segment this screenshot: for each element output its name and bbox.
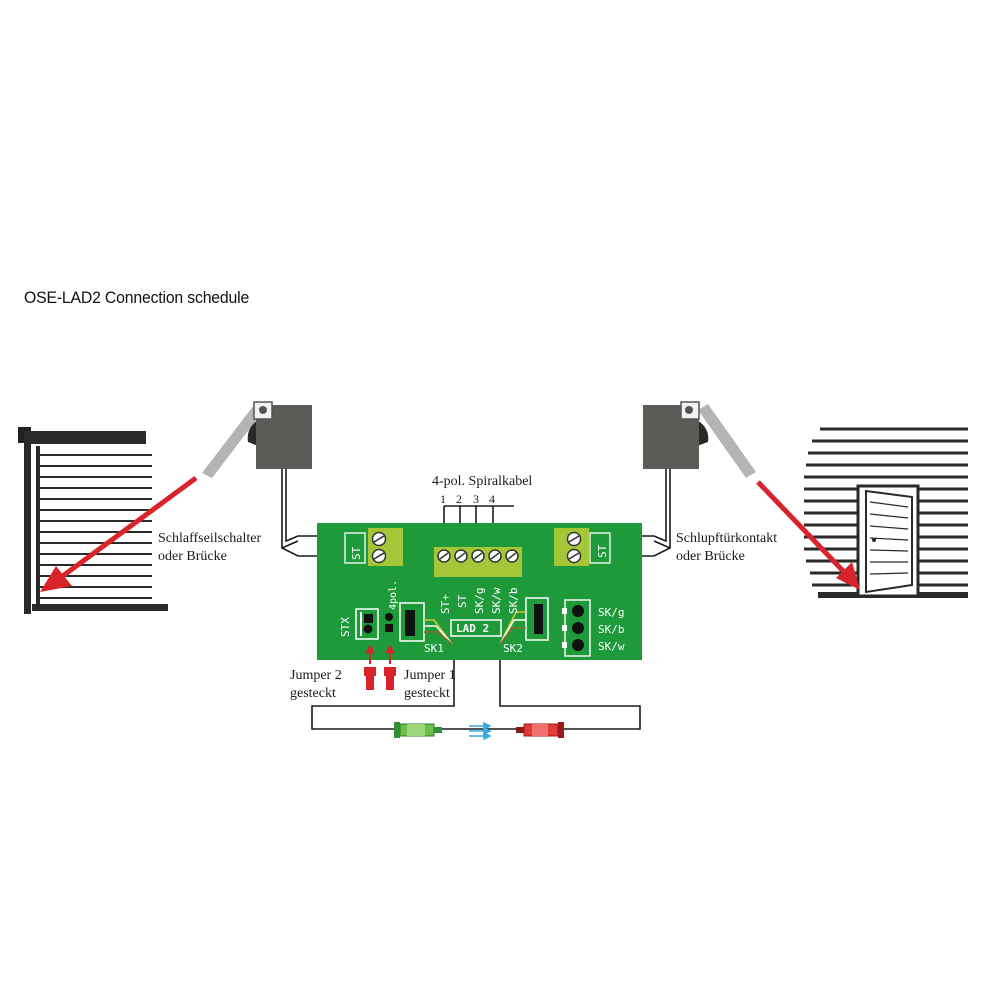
jumper-header: [385, 613, 393, 632]
st-terminal-right: [554, 528, 611, 566]
page-title: OSE-LAD2 Connection schedule: [24, 288, 250, 307]
lad2-board: [317, 523, 642, 660]
jumper1-line1: Jumper 1: [404, 668, 456, 683]
right-label-sk-g: SK/g: [598, 606, 625, 619]
terminal-label-st: ST: [456, 594, 469, 608]
sk2-connector: [499, 597, 549, 645]
sk1-label: SK1: [424, 642, 444, 655]
stx-connector: [355, 608, 379, 640]
left-red-arrow: [40, 475, 198, 592]
board-name: LAD 2: [456, 622, 489, 635]
jumper1-icon: [384, 645, 396, 690]
cable-pin-4: 4: [489, 492, 495, 506]
right-label-sk-w: SK/w: [598, 640, 625, 653]
cable-pin-3: 3: [473, 492, 479, 506]
terminal-label-sk-b: SK/b: [507, 588, 520, 615]
sk1-connector: [399, 602, 453, 645]
slack-rope-switch: [202, 401, 312, 478]
jumper-4pol-label: 4pol.: [388, 580, 399, 610]
right-switch-line1: Schlupftürkontakt: [676, 531, 777, 546]
terminal-label-st-plus: ST+: [439, 594, 452, 614]
green-transmitter-icon: [394, 722, 442, 738]
lad2-label-box: [450, 619, 502, 637]
pass-door-contact: [643, 401, 756, 478]
jumper2-line2: gesteckt: [290, 686, 336, 701]
right-switch-line2: oder Brücke: [676, 549, 745, 564]
right-red-arrow: [756, 480, 860, 590]
sk2-label: SK2: [503, 642, 523, 655]
stx-label: STX: [339, 617, 352, 637]
st-label-left: ST: [350, 546, 363, 560]
cable-terminal-block: [434, 547, 522, 577]
left-garage-door: [18, 427, 168, 614]
right-3pole-connector: [562, 599, 591, 657]
red-receiver-icon: [516, 722, 564, 738]
terminal-label-sk-w: SK/w: [490, 587, 503, 614]
cable-label: 4-pol. Spiralkabel: [432, 474, 532, 489]
st-label-right: ST: [596, 544, 609, 558]
left-switch-line2: oder Brücke: [158, 549, 227, 564]
pass-door: [856, 484, 920, 598]
cable-pin-1: 1: [440, 492, 446, 506]
st-terminal-left: [344, 528, 403, 566]
right-label-sk-b: SK/b: [598, 623, 625, 636]
cable-pin-2: 2: [456, 492, 462, 506]
terminal-label-sk-g: SK/g: [473, 588, 486, 615]
left-switch-line1: Schlaffseilschalter: [158, 531, 261, 546]
jumper2-line1: Jumper 2: [290, 668, 342, 683]
jumper1-line2: gesteckt: [404, 686, 450, 701]
jumper2-icon: [364, 645, 376, 690]
signal-arrows-icon: [469, 721, 492, 741]
